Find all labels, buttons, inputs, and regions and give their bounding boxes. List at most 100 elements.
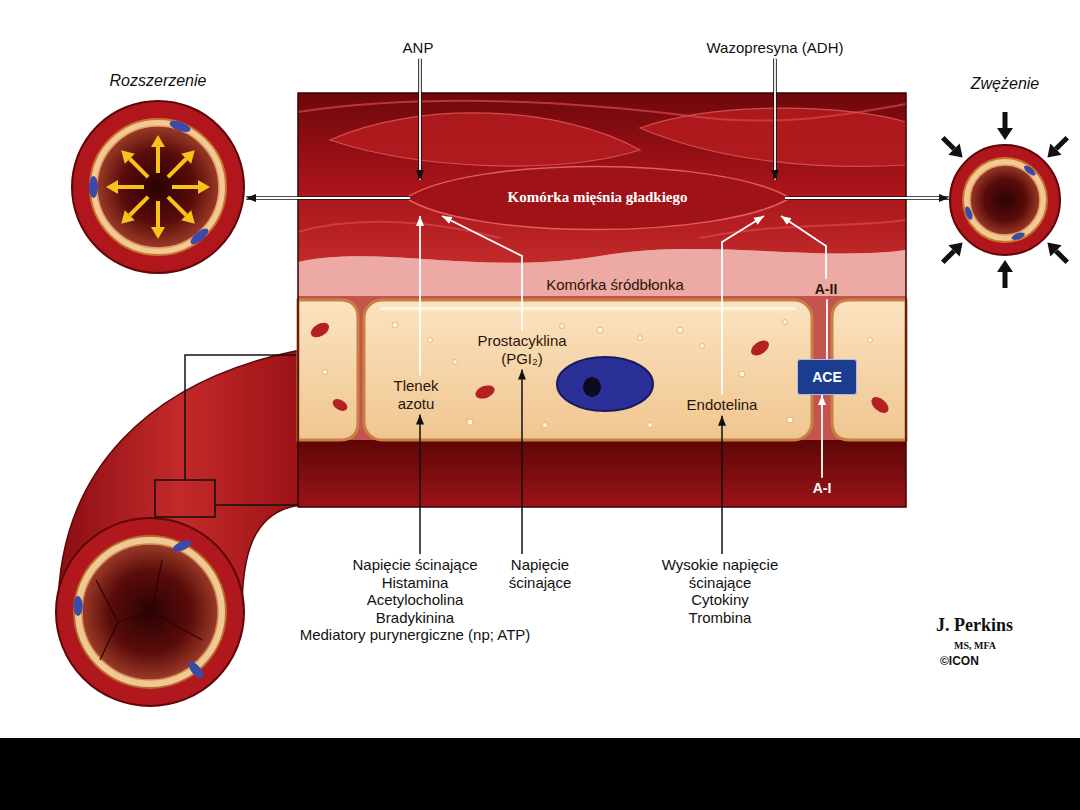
arrow-shaft — [943, 138, 954, 149]
node-heading: ACE — [812, 369, 842, 385]
connector-line — [821, 395, 823, 478]
cell-nucleus — [1022, 164, 1037, 178]
mitochondrion — [474, 383, 497, 401]
vessel-cross-section — [70, 99, 246, 275]
connector-line — [442, 216, 522, 330]
connector — [522, 370, 523, 554]
vesicle — [453, 360, 458, 365]
arrow-shaft — [943, 251, 954, 262]
connector-line — [774, 59, 776, 180]
connector-line — [722, 216, 764, 394]
credit-label: ©ICON — [940, 655, 979, 668]
node-heading: Komórka śródbłonka — [391, 276, 839, 294]
mitochondrion — [331, 397, 350, 414]
vesicle — [783, 320, 788, 325]
vessel-wall — [56, 518, 244, 706]
credit-text: J. Perkins — [936, 616, 1013, 636]
cell-nucleus — [89, 176, 98, 198]
node-text: Wazopresyna (ADH) — [707, 39, 844, 57]
nucleolus — [583, 377, 601, 397]
node-text: Napięcie ścinające — [501, 556, 579, 591]
vesicle — [467, 419, 473, 425]
vessel-wall — [72, 101, 244, 273]
subendothelial-layer — [298, 249, 906, 300]
connector-casing — [246, 196, 410, 200]
detail-frame — [155, 480, 215, 517]
endothelial-cell-body — [364, 300, 812, 440]
compression-arrow — [997, 260, 1013, 288]
credit-text: ©ICON — [940, 655, 979, 668]
compression-arrow — [1047, 242, 1067, 262]
arrow-head — [1047, 143, 1061, 157]
vesicle — [638, 336, 643, 341]
expansion-arrow — [151, 135, 165, 173]
constricted-vessel: Zwężenie — [949, 144, 1061, 256]
cell-nucleus — [171, 538, 193, 555]
connector-casing — [418, 59, 422, 180]
vesicle — [597, 327, 603, 333]
vessel-wall — [950, 145, 1060, 255]
node-text: Tlenek azotu — [387, 377, 445, 412]
connector — [442, 216, 522, 330]
connector — [420, 216, 421, 375]
node-text: Bradykinina — [300, 609, 531, 627]
connector-casing — [785, 196, 949, 200]
panel-ground — [298, 93, 906, 507]
cell-nucleus — [168, 118, 192, 134]
mitochondrion — [748, 337, 771, 358]
detail-leader — [185, 355, 298, 505]
endothelial-cell-left — [298, 300, 358, 440]
vesicle — [560, 324, 565, 329]
arrow-shaft — [168, 159, 186, 177]
expansion-arrow — [168, 150, 195, 177]
vesicle — [677, 327, 683, 333]
connectors — [246, 59, 949, 554]
smooth-muscle-cell: Komórka mięśnia gładkiego — [410, 180, 785, 216]
vesicle — [648, 423, 653, 428]
connector-casing — [773, 59, 777, 180]
mitochondrion — [308, 320, 331, 340]
node-text: Histamina — [300, 574, 531, 592]
angiotensin-label: A-I — [809, 478, 836, 498]
connector — [781, 216, 826, 279]
mediator-label: Tlenek azotu — [383, 375, 449, 414]
hormone-label: Wazopresyna (ADH) — [703, 37, 848, 59]
vesicle — [868, 338, 873, 343]
connector-line — [781, 216, 826, 279]
arrow-head — [1047, 242, 1061, 256]
vessel-lumen — [97, 126, 219, 248]
connector — [722, 216, 764, 394]
node-text: Acetylocholina — [300, 591, 531, 609]
cell-nucleus — [1011, 231, 1026, 241]
stimulus-list: Wysokie napięcie ścinająceCytokinyTrombi… — [649, 554, 791, 628]
mediator-label: Prostacyklina (PGI₂) — [466, 330, 578, 369]
node-text: Napięcie ścinające — [300, 556, 531, 574]
arrow-head — [997, 128, 1013, 140]
arrow-head — [948, 143, 962, 157]
arrow-head — [181, 150, 195, 164]
cell-gaps — [298, 296, 906, 444]
arrow-shaft — [156, 201, 160, 227]
angiotensin-label: A-II — [811, 279, 842, 299]
expansion-arrow — [121, 150, 148, 177]
mitochondrion — [868, 394, 891, 416]
arrow-shaft — [168, 197, 186, 215]
connector — [420, 415, 421, 554]
hormone-label: ANP — [399, 37, 438, 59]
connector-line — [521, 370, 523, 554]
arrow-shaft — [1003, 112, 1008, 128]
connector — [785, 198, 949, 199]
vesicle — [543, 423, 548, 428]
arrow-shaft — [1003, 272, 1008, 288]
connector-line — [419, 415, 421, 554]
vesicle — [700, 344, 705, 349]
arrow-shaft — [172, 185, 198, 189]
arrow-head — [121, 150, 135, 164]
panel-frame — [298, 93, 906, 507]
vessel-lumen — [82, 544, 218, 680]
arrow-head — [106, 180, 118, 194]
expansion-arrow — [172, 180, 210, 194]
connector — [420, 59, 421, 180]
muscle-fibre — [330, 113, 640, 166]
